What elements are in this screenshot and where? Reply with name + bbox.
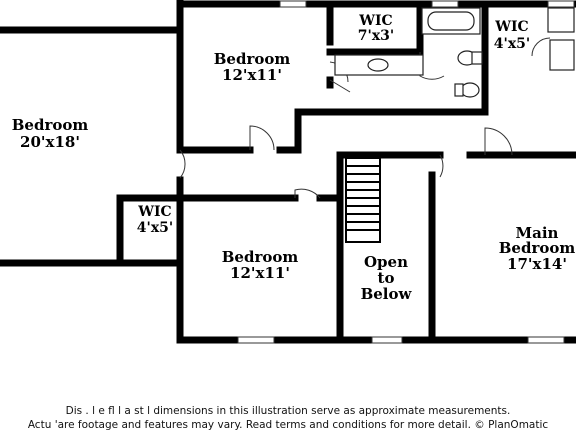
- windows: [237, 0, 575, 344]
- doors: [179, 37, 551, 199]
- wic-top-size: 7'x3': [358, 28, 394, 44]
- open-below-line2: to: [378, 269, 395, 287]
- bedroom-top-name: Bedroom: [214, 50, 291, 68]
- bedroom-left-size: 20'x18': [20, 133, 80, 151]
- wic-top-name: WIC: [358, 13, 392, 29]
- wic-left-name: WIC: [137, 204, 171, 220]
- main-bedroom-line1: Main: [516, 224, 559, 242]
- disclaimer: Dis . l e fl l a st l dimensions in this…: [0, 404, 576, 432]
- bedroom-bottom-name: Bedroom: [222, 248, 299, 266]
- floor-plan: Bedroom 20'x18' Bedroom 12'x11' WIC 7'x3…: [0, 0, 576, 344]
- open-below-line3: Below: [361, 285, 413, 303]
- bathroom-fixtures: [334, 7, 575, 98]
- stairs: [345, 157, 381, 243]
- main-bedroom-size: 17'x14': [507, 255, 567, 273]
- bedroom-left-name: Bedroom: [12, 116, 89, 134]
- bedroom-bottom-size: 12'x11': [230, 264, 290, 282]
- disclaimer-line-2: Actu 'are footage and features may vary.…: [27, 419, 549, 431]
- wic-right-name: WIC: [494, 19, 528, 35]
- wic-left-size: 4'x5': [137, 220, 173, 236]
- wic-right-size: 4'x5': [494, 36, 530, 52]
- main-bedroom-line2: Bedroom: [499, 239, 576, 257]
- open-below-line1: Open: [364, 253, 408, 271]
- disclaimer-line-1: Dis . l e fl l a st l dimensions in this…: [65, 405, 511, 417]
- bedroom-top-size: 12'x11': [222, 66, 282, 84]
